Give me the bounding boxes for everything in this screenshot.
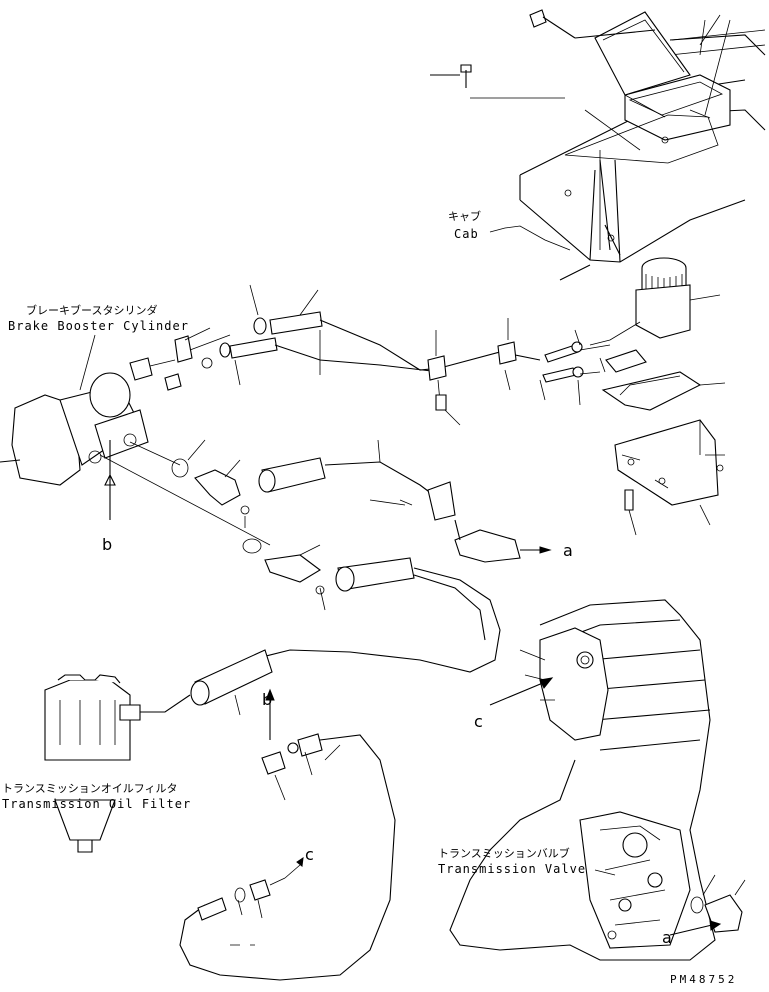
oil-filter-label-en: Transmission Oil Filter bbox=[2, 797, 191, 811]
ref-label-b-lower: b bbox=[262, 690, 272, 709]
valve-label-en: Transmission Valve bbox=[438, 862, 586, 876]
ref-label-c-lower: c bbox=[305, 845, 314, 864]
oil-filter-label-jp: トランスミッションオイルフィルタ bbox=[2, 782, 178, 795]
brake-booster-label-jp: ブレーキブースタシリンダ bbox=[26, 303, 157, 317]
ref-label-a-lower: a bbox=[662, 928, 672, 947]
transmission-housing: c トランスミッションバルブ Transmission Valve a bbox=[438, 599, 746, 961]
reservoir-assembly bbox=[539, 257, 726, 536]
brake-booster-cylinder: ブレーキブースタシリンダ Brake Booster Cylinder b bbox=[0, 303, 271, 554]
cab-label-en: Cab bbox=[454, 227, 479, 241]
ref-label-a-upper: a bbox=[563, 541, 573, 560]
lower-fittings: b c bbox=[179, 688, 396, 981]
drawing-number: PM48752 bbox=[670, 973, 737, 986]
ref-label-c-upper: c bbox=[474, 712, 483, 731]
middle-fittings: a bbox=[171, 439, 573, 673]
brake-booster-label-en: Brake Booster Cylinder bbox=[8, 319, 189, 333]
valve-label-jp: トランスミッションバルブ bbox=[438, 846, 570, 860]
transmission-oil-filter: トランスミッションオイルフィルタ Transmission Oil Filter bbox=[2, 649, 273, 853]
ref-label-b-upper: b bbox=[102, 535, 112, 554]
cab-assembly: キャブ Cab bbox=[430, 9, 766, 281]
cab-label-jp: キャブ bbox=[448, 209, 481, 223]
upper-brake-line bbox=[219, 284, 541, 426]
